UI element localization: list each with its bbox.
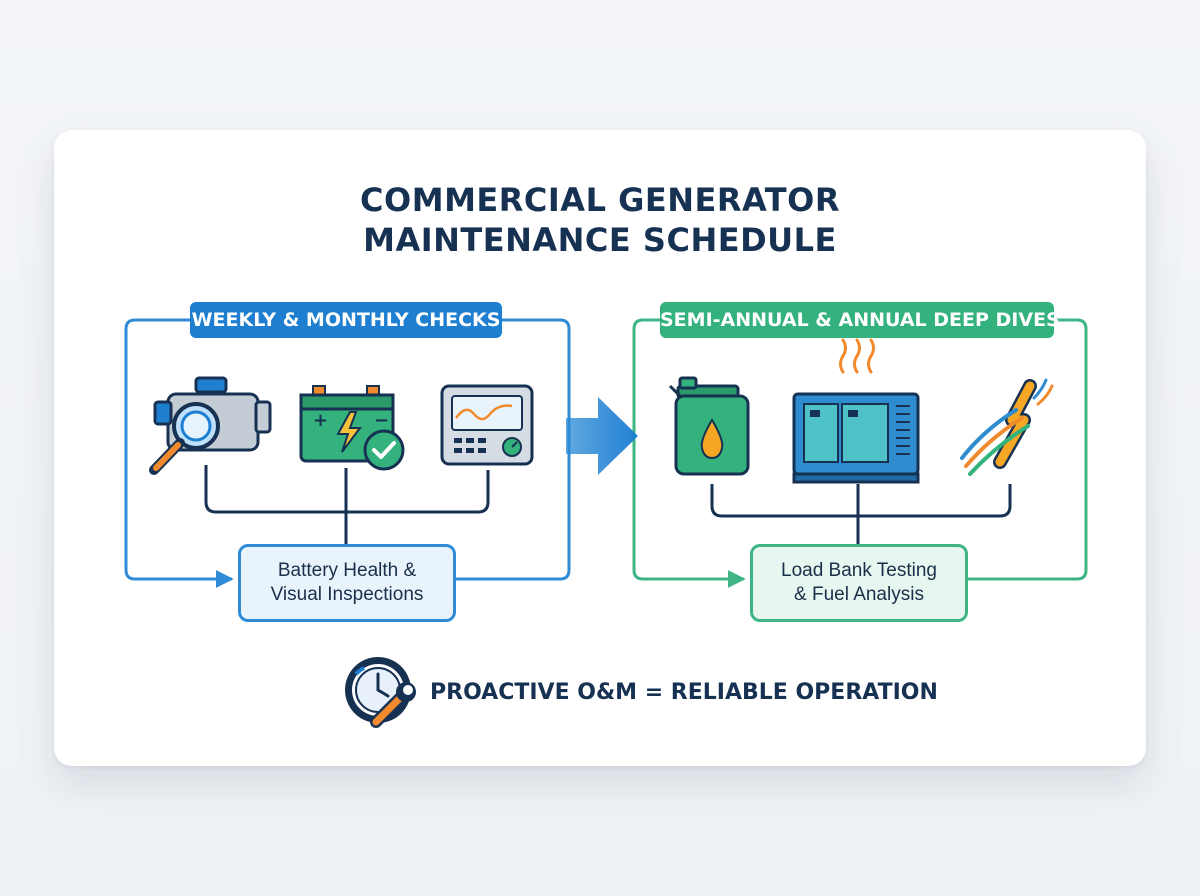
semi-annual-annual-label: SEMI-ANNUAL & ANNUAL DEEP DIVES bbox=[660, 302, 1060, 338]
result-line-2: Visual Inspections bbox=[270, 584, 424, 605]
footer-tagline: PROACTIVE O&M = RELIABLE OPERATION bbox=[340, 652, 938, 732]
result-line-2: & Fuel Analysis bbox=[794, 584, 924, 605]
battery-visual-result-box: Battery Health & Visual Inspections bbox=[238, 544, 456, 622]
load-bank-fuel-result-box: Load Bank Testing & Fuel Analysis bbox=[750, 544, 968, 622]
footer-text: PROACTIVE O&M = RELIABLE OPERATION bbox=[430, 679, 938, 705]
footer-icon-spacer bbox=[340, 654, 416, 730]
weekly-monthly-label: WEEKLY & MONTHLY CHECKS bbox=[190, 302, 502, 338]
result-line-1: Battery Health & bbox=[277, 560, 417, 581]
page-title: COMMERCIAL GENERATOR MAINTENANCE SCHEDUL… bbox=[0, 180, 1200, 260]
result-line-1: Load Bank Testing bbox=[781, 560, 937, 581]
title-line-2: MAINTENANCE SCHEDULE bbox=[363, 221, 837, 259]
title-line-1: COMMERCIAL GENERATOR bbox=[360, 181, 840, 219]
